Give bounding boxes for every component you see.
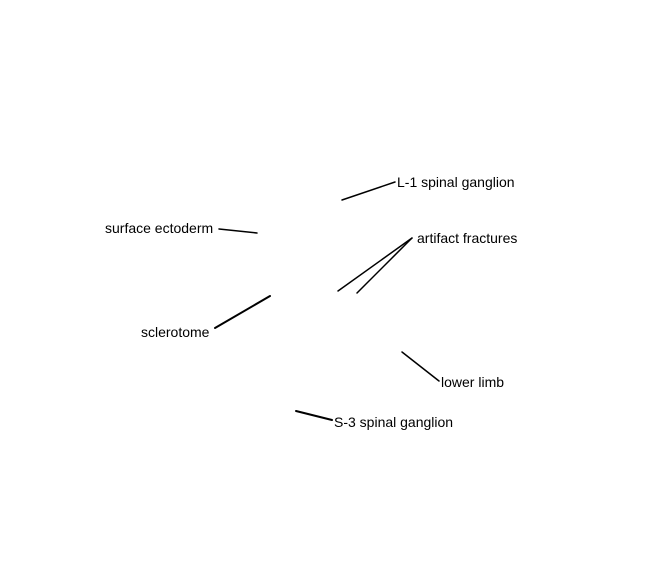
label-group-artifact-fractures: artifact fractures: [337, 230, 517, 294]
label-group-surface-ectoderm: surface ectoderm: [105, 220, 258, 236]
label-group-l1-spinal-ganglion: L-1 spinal ganglion: [341, 174, 515, 201]
label-s3-spinal-ganglion: S-3 spinal ganglion: [334, 414, 453, 430]
leader-line-sclerotome: [214, 295, 271, 329]
leader-line-lower-limb: [401, 351, 440, 382]
label-group-lower-limb: lower limb: [401, 351, 504, 390]
label-surface-ectoderm: surface ectoderm: [105, 220, 213, 236]
leader-line-l1-spinal-ganglion: [341, 181, 396, 201]
leader-line-artifact-fractures-2: [356, 237, 413, 294]
leader-line-s3-spinal-ganglion: [295, 410, 333, 421]
label-group-sclerotome: sclerotome: [141, 295, 271, 340]
label-artifact-fractures: artifact fractures: [417, 230, 517, 246]
leader-line-artifact-fractures-1: [337, 237, 413, 292]
label-lower-limb: lower limb: [441, 374, 504, 390]
label-group-s3-spinal-ganglion: S-3 spinal ganglion: [295, 410, 453, 430]
leader-line-surface-ectoderm: [218, 228, 258, 234]
label-sclerotome: sclerotome: [141, 324, 210, 340]
label-l1-spinal-ganglion: L-1 spinal ganglion: [397, 174, 515, 190]
